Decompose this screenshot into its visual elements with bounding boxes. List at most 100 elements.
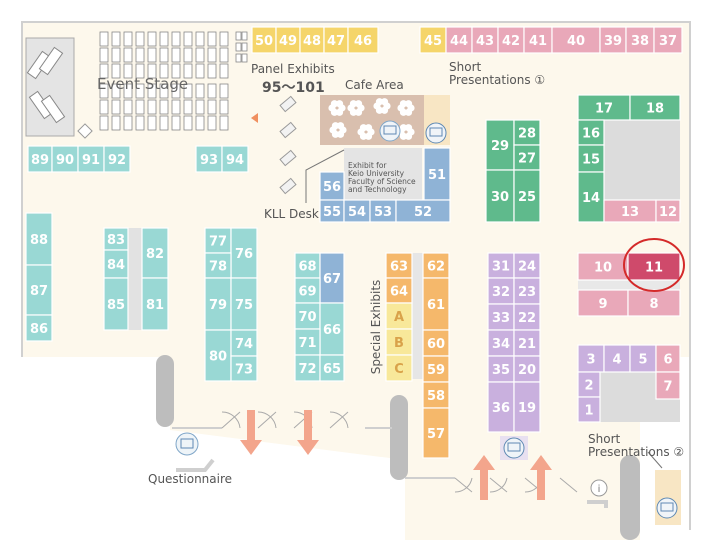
stage-seat xyxy=(99,99,109,115)
booth-32[interactable]: 32 xyxy=(487,277,515,305)
booth-73[interactable]: 73 xyxy=(230,355,258,382)
booth-23[interactable]: 23 xyxy=(513,277,541,305)
booth-15[interactable]: 15 xyxy=(577,144,605,173)
booth-79[interactable]: 79 xyxy=(204,277,232,331)
booth-24[interactable]: 24 xyxy=(513,252,541,279)
stage-seat xyxy=(135,63,145,79)
booth-16[interactable]: 16 xyxy=(577,119,605,146)
booth-31[interactable]: 31 xyxy=(487,252,515,279)
booth-70[interactable]: 70 xyxy=(294,302,321,330)
booth-65[interactable]: 65 xyxy=(319,354,345,382)
booth-61[interactable]: 61 xyxy=(422,277,450,331)
booth-39[interactable]: 39 xyxy=(599,26,627,54)
booth-52[interactable]: 52 xyxy=(395,199,451,223)
booth-11[interactable]: 11 xyxy=(627,252,681,281)
booth-37[interactable]: 37 xyxy=(653,26,683,54)
booth-1[interactable]: 1 xyxy=(577,396,601,423)
booth-89[interactable]: 89 xyxy=(27,145,53,173)
booth-64[interactable]: 64 xyxy=(385,277,413,304)
booth-14[interactable]: 14 xyxy=(577,171,605,223)
booth-33[interactable]: 33 xyxy=(487,303,515,331)
booth-12[interactable]: 12 xyxy=(655,199,681,223)
booth-C[interactable]: C xyxy=(385,354,413,382)
booth-A[interactable]: A xyxy=(385,302,413,330)
booth-46[interactable]: 46 xyxy=(347,26,379,54)
booth-42[interactable]: 42 xyxy=(497,26,525,54)
booth-67[interactable]: 67 xyxy=(319,252,345,304)
booth-62[interactable]: 62 xyxy=(422,252,450,279)
booth-25[interactable]: 25 xyxy=(513,169,541,223)
booth-66[interactable]: 66 xyxy=(319,302,345,356)
booth-21[interactable]: 21 xyxy=(513,329,541,357)
booth-59[interactable]: 59 xyxy=(422,355,450,383)
booth-78[interactable]: 78 xyxy=(204,252,232,279)
booth-30[interactable]: 30 xyxy=(485,169,515,223)
booth-87[interactable]: 87 xyxy=(25,264,53,316)
booth-56[interactable]: 56 xyxy=(319,171,345,201)
booth-13[interactable]: 13 xyxy=(603,199,657,223)
booth-82[interactable]: 82 xyxy=(141,227,169,279)
booth-55[interactable]: 55 xyxy=(319,199,345,223)
booth-48[interactable]: 48 xyxy=(299,26,325,54)
booth-44[interactable]: 44 xyxy=(445,26,473,54)
booth-2[interactable]: 2 xyxy=(577,371,601,398)
booth-80[interactable]: 80 xyxy=(204,329,232,382)
booth-63[interactable]: 63 xyxy=(385,252,413,279)
booth-4[interactable]: 4 xyxy=(603,344,631,373)
booth-29[interactable]: 29 xyxy=(485,119,515,171)
booth-83[interactable]: 83 xyxy=(103,227,129,251)
booth-8[interactable]: 8 xyxy=(627,289,681,317)
booth-84[interactable]: 84 xyxy=(103,249,129,279)
booth-51[interactable]: 51 xyxy=(423,147,451,201)
booth-49[interactable]: 49 xyxy=(275,26,301,54)
booth-28[interactable]: 28 xyxy=(513,119,541,146)
booth-19[interactable]: 19 xyxy=(513,381,541,433)
booth-18[interactable]: 18 xyxy=(629,94,681,121)
booth-81[interactable]: 81 xyxy=(141,277,169,331)
booth-58[interactable]: 58 xyxy=(422,381,450,409)
booth-47[interactable]: 47 xyxy=(323,26,349,54)
booth-54[interactable]: 54 xyxy=(343,199,371,223)
booth-86[interactable]: 86 xyxy=(25,314,53,342)
booth-10[interactable]: 10 xyxy=(577,252,629,281)
booth-88[interactable]: 88 xyxy=(25,212,53,266)
booth-6[interactable]: 6 xyxy=(655,344,681,373)
booth-60[interactable]: 60 xyxy=(422,329,450,357)
booth-45[interactable]: 45 xyxy=(419,26,447,54)
booth-77[interactable]: 77 xyxy=(204,227,232,254)
booth-50[interactable]: 50 xyxy=(251,26,277,54)
booth-90[interactable]: 90 xyxy=(51,145,79,173)
booth-85[interactable]: 85 xyxy=(103,277,129,331)
booth-68[interactable]: 68 xyxy=(294,252,321,279)
booth-57[interactable]: 57 xyxy=(422,407,450,459)
booth-B[interactable]: B xyxy=(385,328,413,356)
booth-34[interactable]: 34 xyxy=(487,329,515,357)
booth-43[interactable]: 43 xyxy=(471,26,499,54)
booth-35[interactable]: 35 xyxy=(487,355,515,383)
booth-7[interactable]: 7 xyxy=(655,371,681,400)
booth-22[interactable]: 22 xyxy=(513,303,541,331)
booth-27[interactable]: 27 xyxy=(513,144,541,171)
booth-38[interactable]: 38 xyxy=(625,26,655,54)
booth-91[interactable]: 91 xyxy=(77,145,105,173)
booth-17[interactable]: 17 xyxy=(577,94,631,121)
booth-3[interactable]: 3 xyxy=(577,344,605,373)
booth-93[interactable]: 93 xyxy=(195,145,223,173)
booth-36[interactable]: 36 xyxy=(487,381,515,433)
questionnaire-icon xyxy=(175,432,199,456)
booth-72[interactable]: 72 xyxy=(294,354,321,382)
booth-71[interactable]: 71 xyxy=(294,328,321,356)
booth-75[interactable]: 75 xyxy=(230,277,258,331)
booth-53[interactable]: 53 xyxy=(369,199,397,223)
booth-9[interactable]: 9 xyxy=(577,289,629,317)
booth-41[interactable]: 41 xyxy=(523,26,553,54)
booth-20[interactable]: 20 xyxy=(513,355,541,383)
booth-40[interactable]: 40 xyxy=(551,26,601,54)
booth-92[interactable]: 92 xyxy=(103,145,131,173)
booth-94[interactable]: 94 xyxy=(221,145,249,173)
booth-5[interactable]: 5 xyxy=(629,344,657,373)
booth-69[interactable]: 69 xyxy=(294,277,321,304)
booth-76[interactable]: 76 xyxy=(230,227,258,279)
stage-seat xyxy=(219,31,229,47)
booth-74[interactable]: 74 xyxy=(230,329,258,357)
